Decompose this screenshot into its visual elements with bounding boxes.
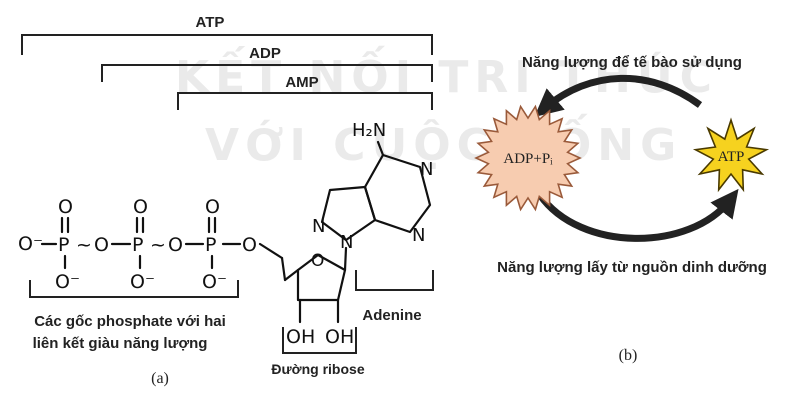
cycle-arrow-bottom — [537, 188, 739, 242]
high-energy-bond: ~ — [150, 234, 166, 256]
atom-n: N — [340, 232, 353, 253]
atom-o: O — [133, 196, 148, 218]
atom-o-minus: O⁻ — [55, 271, 80, 293]
phosphate-label-line-2: liên kết giàu năng lượng — [33, 335, 208, 352]
adp-pi-label: ADP+Pᵢ — [503, 151, 553, 167]
atom-n: N — [420, 159, 433, 180]
panel-b-caption: (b) — [619, 347, 638, 364]
atp-label: ATP — [718, 149, 745, 165]
panel-a-caption: (a) — [151, 370, 169, 387]
adp-bracket — [101, 64, 433, 82]
ribose-label: Đường ribose — [271, 361, 364, 377]
cycle-bottom-label: Năng lượng lấy từ nguồn dinh dưỡng — [497, 259, 767, 276]
atom-o-minus: O⁻ — [202, 271, 227, 293]
adenine-bracket — [355, 270, 434, 291]
adenine-structure: N N N N H₂N — [312, 120, 433, 253]
ribose-bracket — [282, 327, 357, 354]
amp-bracket-label: AMP — [285, 74, 318, 91]
atom-o-minus: O⁻ — [18, 233, 43, 255]
watermark-line-2: VỚI CUỘC SỐNG — [205, 113, 682, 171]
atp-node: ATP — [692, 117, 770, 193]
atom-o: O — [242, 234, 257, 256]
high-energy-bond: ~ — [76, 234, 92, 256]
atom-p: P — [58, 234, 69, 256]
atp-bracket — [21, 34, 433, 55]
phosphate-label-line-1: Các gốc phosphate với hai — [34, 313, 226, 330]
atom-o: O — [168, 234, 183, 256]
hydroxyl-group: OH — [286, 326, 315, 348]
atom-n: N — [412, 225, 425, 246]
amine-group: H₂N — [352, 120, 386, 141]
cycle-arrow-top — [534, 74, 703, 118]
atom-o: O — [94, 234, 109, 256]
atom-o-minus: O⁻ — [130, 271, 155, 293]
adp-pi-node: ADP+Pᵢ — [474, 104, 582, 212]
amp-bracket — [177, 92, 433, 110]
ribose-ring: O OH OH — [280, 246, 354, 348]
atom-n: N — [312, 216, 325, 237]
phosphate-bracket — [29, 280, 239, 298]
atom-p: P — [205, 234, 216, 256]
adenine-label: Adenine — [362, 307, 421, 324]
cycle-top-label: Năng lượng để tế bào sử dụng — [522, 54, 742, 71]
atom-p: P — [132, 234, 143, 256]
atom-o: O — [58, 196, 73, 218]
atom-o: O — [205, 196, 220, 218]
adp-burst-shape — [474, 104, 582, 212]
adp-bracket-label: ADP — [249, 45, 281, 62]
hydroxyl-group: OH — [325, 326, 354, 348]
atp-star-shape — [692, 117, 770, 193]
phosphate-chain: O O O O⁻ P ~ O P ~ O P O O⁻ O⁻ O⁻ — [18, 196, 284, 293]
atp-bracket-label: ATP — [196, 14, 225, 31]
ribose-ring-oxygen: O — [311, 251, 324, 271]
